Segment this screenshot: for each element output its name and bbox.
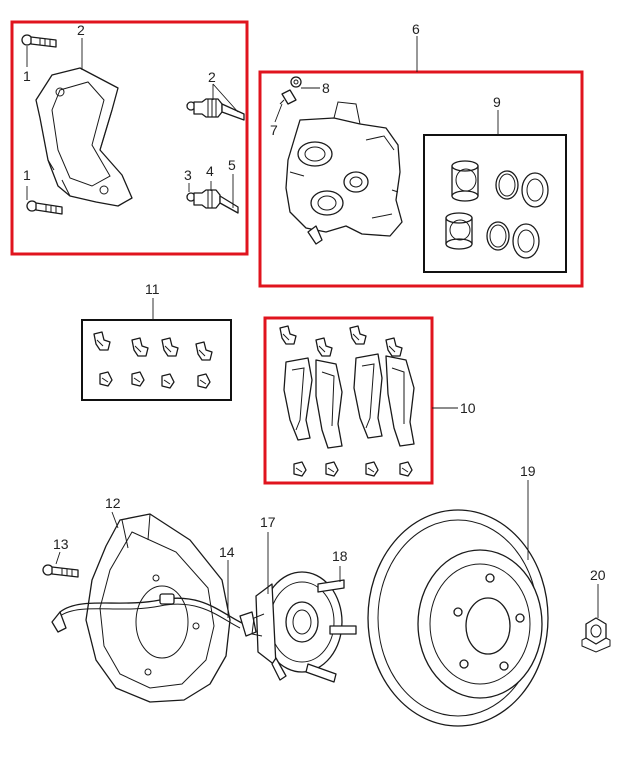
bleeder-screw-part-7[interactable] [279, 89, 297, 105]
callout-1-upper: 1 [23, 68, 31, 84]
dust-shield-part-12[interactable] [85, 513, 231, 703]
callout-1-lower: 1 [23, 167, 31, 183]
callout-2-bracket: 2 [77, 22, 85, 38]
callout-19: 19 [520, 463, 536, 479]
callout-17: 17 [260, 514, 276, 530]
wheel-speed-sensor-part-14[interactable] [51, 593, 257, 637]
callout-11: 11 [145, 281, 160, 297]
bolt-part-1-upper[interactable] [21, 34, 57, 48]
seal-part-9-lower[interactable] [486, 221, 510, 251]
bleeder-cap-part-8[interactable] [290, 76, 302, 88]
hardware-clips-part-11[interactable] [93, 331, 213, 389]
callout-9: 9 [493, 94, 501, 110]
callout-6: 6 [412, 21, 420, 37]
brake-rotor-part-19[interactable] [367, 509, 549, 727]
piston-part-9-upper[interactable] [451, 160, 479, 202]
boot-part-9-lower[interactable] [512, 223, 540, 259]
callout-7: 7 [270, 122, 278, 138]
callout-2-pin: 2 [208, 69, 216, 85]
guide-pin-part-2[interactable] [186, 98, 245, 121]
callout-3: 3 [184, 167, 192, 183]
lug-nut-part-20[interactable] [581, 617, 611, 653]
bolt-part-1-lower[interactable] [26, 200, 63, 215]
piston-part-9-lower[interactable] [445, 212, 473, 250]
group-box-hardware-kit[interactable] [81, 319, 232, 401]
callout-12: 12 [105, 495, 121, 511]
seal-part-9-upper[interactable] [495, 170, 519, 200]
highlight-box-brake-pads[interactable] [263, 316, 434, 485]
caliper-housing-part-6[interactable] [285, 101, 403, 245]
boot-part-9-upper[interactable] [521, 172, 549, 208]
hub-bearing-part-17[interactable] [251, 571, 357, 683]
caliper-bracket-part-2[interactable] [35, 67, 133, 207]
highlight-box-caliper-bracket[interactable] [10, 20, 249, 256]
highlight-box-caliper[interactable] [258, 70, 584, 288]
bolt-part-13[interactable] [42, 564, 79, 578]
callout-20: 20 [590, 567, 606, 583]
brake-pad-set-part-10[interactable] [279, 325, 415, 477]
callout-4: 4 [206, 163, 214, 179]
callout-14: 14 [219, 544, 235, 560]
callout-18: 18 [332, 548, 348, 564]
callout-8: 8 [322, 80, 330, 96]
group-box-piston-kit[interactable] [423, 134, 567, 273]
guide-pin-part-3-4-5[interactable] [186, 189, 239, 214]
callout-13: 13 [53, 536, 69, 552]
callout-10: 10 [460, 400, 476, 416]
callout-5: 5 [228, 157, 236, 173]
